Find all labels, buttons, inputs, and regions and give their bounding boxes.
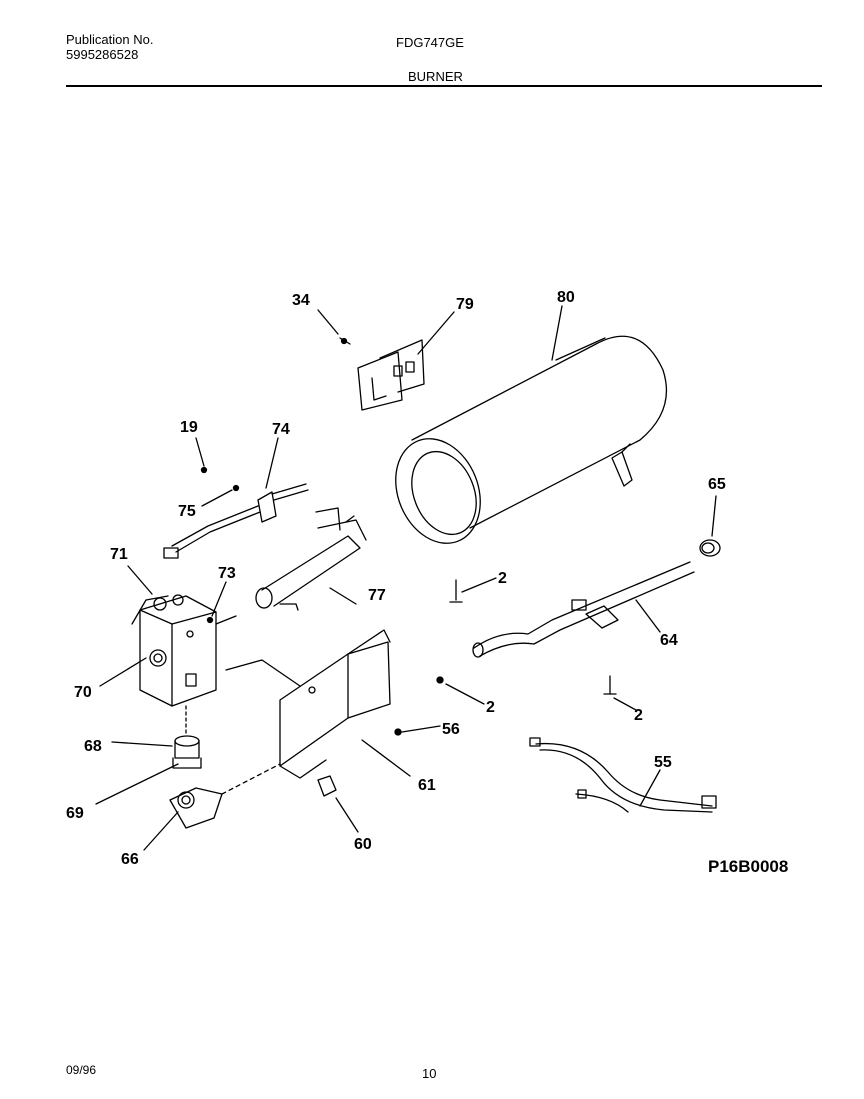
callout-75: 75	[178, 503, 196, 520]
screw-2-center	[449, 579, 463, 603]
diagram-code: P16B0008	[708, 857, 789, 876]
section-title: BURNER	[408, 69, 463, 84]
screw-2-lower	[436, 676, 444, 684]
elbow-fitting	[169, 763, 281, 829]
screw-2-right	[603, 675, 617, 695]
pipe-fitting	[172, 705, 202, 769]
callout-2-center: 2	[498, 570, 507, 587]
callout-77: 77	[368, 587, 386, 604]
cap	[699, 539, 721, 557]
wire-harness	[529, 737, 717, 813]
publication-label: Publication No.	[66, 32, 154, 47]
manifold-pipe	[472, 561, 695, 658]
callout-69: 69	[66, 805, 84, 822]
publication-number: 5995286528	[66, 47, 139, 62]
header-rule	[66, 85, 822, 87]
callout-80: 80	[557, 289, 575, 306]
screw-56	[394, 728, 402, 736]
callout-79: 79	[456, 296, 474, 313]
burner-tube	[255, 507, 367, 611]
callout-60: 60	[354, 836, 372, 853]
page-number: 10	[422, 1066, 437, 1081]
callout-71: 71	[110, 546, 128, 563]
bracket	[357, 339, 425, 411]
callout-66: 66	[121, 851, 139, 868]
callout-2-right: 2	[634, 707, 643, 724]
clip	[317, 775, 337, 797]
callout-34: 34	[292, 292, 310, 309]
callout-70: 70	[74, 684, 92, 701]
screw-34	[339, 337, 351, 345]
callout-68: 68	[84, 738, 102, 755]
leader-lines	[95, 305, 717, 851]
burner-cylinder	[395, 335, 668, 544]
callout-2-lower: 2	[486, 699, 495, 716]
gas-valve	[131, 594, 237, 707]
callout-65: 65	[708, 476, 726, 493]
mounting-bracket	[225, 629, 391, 779]
callout-73: 73	[218, 565, 236, 582]
callout-labels: 34 79 80 19 74 75 71 73 77 2 65 64 70 2 …	[66, 289, 726, 868]
callout-61: 61	[418, 777, 436, 794]
callout-74: 74	[272, 421, 290, 438]
callout-64: 64	[660, 632, 678, 649]
footer-date: 09/96	[66, 1063, 97, 1077]
callout-56: 56	[442, 721, 460, 738]
callout-19: 19	[180, 419, 198, 436]
callout-55: 55	[654, 754, 672, 771]
model-number: FDG747GE	[396, 35, 464, 50]
igniter	[163, 466, 309, 559]
